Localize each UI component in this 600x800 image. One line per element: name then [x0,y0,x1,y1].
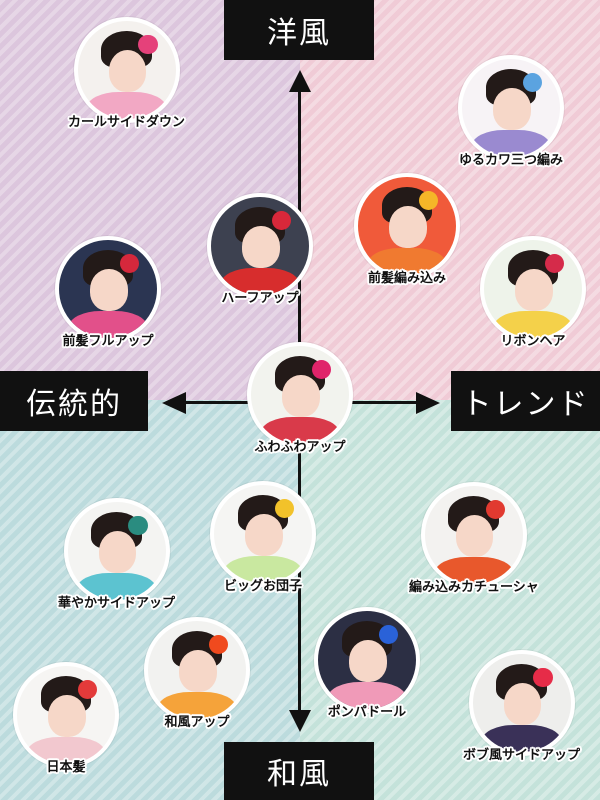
kimono-shape [220,267,300,295]
axis-label-trend: トレンド [451,371,600,431]
hair-flower-icon [77,679,98,700]
face-shape [493,88,531,130]
hairstyle-photo[interactable] [420,482,527,588]
kimono-shape [26,736,106,764]
hairstyle-photo[interactable] [210,481,316,587]
face-shape [245,514,283,556]
hairstyle-caption: ポンパドール [327,705,407,720]
hair-flower-icon [128,515,148,536]
face-shape [179,650,217,692]
hairstyle-item[interactable]: カールサイドダウン [68,17,185,130]
hairstyle-item[interactable]: ボブ風サイドアップ [463,650,580,763]
hair-flower-icon [544,253,565,274]
hairstyle-item[interactable]: ハーフアップ [207,193,313,306]
hair-flower-icon [533,667,553,688]
hairstyle-photo[interactable] [144,617,250,723]
kimono-shape [434,556,514,584]
axis-label-western: 洋風 [224,0,374,60]
kimono-shape [471,129,551,157]
hairstyle-photo[interactable] [13,662,119,768]
hair-flower-icon [311,359,332,380]
face-shape [282,375,320,417]
hairstyle-caption: カールサイドダウン [68,115,186,130]
hairstyle-caption: ハーフアップ [221,291,299,306]
hairstyle-item[interactable]: 前髪編み込み [354,173,460,286]
kimono-shape [482,724,561,752]
hair-flower-icon [485,499,506,520]
hairstyle-photo[interactable] [247,342,353,448]
axis-label-traditional: 伝統的 [0,371,148,431]
hair-flower-icon [274,498,295,519]
hairstyle-item[interactable]: 日本髪 [13,662,119,775]
face-shape [349,640,387,682]
hairstyle-photo[interactable] [468,650,575,756]
hair-flower-icon [119,253,140,274]
kimono-shape [260,416,340,444]
hairstyle-caption: ゆるカワ三つ編み [458,153,563,168]
hair-flower-icon [208,634,229,655]
hair-flower-icon [271,210,292,231]
axis-label-japanese: 和風 [224,742,374,800]
hairstyle-caption: 前髪フルアップ [62,334,154,349]
face-shape [456,515,494,557]
face-shape [48,695,86,737]
hairstyle-item[interactable]: 華やかサイドアップ [58,498,175,611]
face-shape [98,531,137,573]
hairstyle-item[interactable]: リボンヘア [480,236,586,349]
kimono-shape [223,555,303,583]
hairstyle-photo[interactable] [63,498,170,604]
hairstyle-caption: 前髪編み込み [367,271,446,286]
face-shape [242,226,280,268]
hairstyle-item[interactable]: 前髪フルアップ [55,236,161,349]
hairstyle-caption: ビッグお団子 [223,579,302,594]
kimono-shape [77,572,156,600]
hairstyle-item[interactable]: ポンパドール [314,607,420,720]
hairstyle-item[interactable]: ふわふわアップ [247,342,353,455]
hairstyle-caption: ボブ風サイドアップ [463,748,581,763]
kimono-shape [327,681,407,709]
face-shape [108,50,147,92]
hairstyle-photo[interactable] [458,55,564,161]
hair-flower-icon [522,72,543,93]
hairstyle-item[interactable]: ゆるカワ三つ編み [458,55,564,168]
hairstyle-item[interactable]: 和風アップ [144,617,250,730]
hairstyle-item[interactable]: ビッグお団子 [210,481,316,594]
face-shape [515,269,553,311]
hairstyle-photo[interactable] [314,607,420,713]
kimono-shape [68,310,148,338]
face-shape [90,269,128,311]
arrow-down-icon [289,710,311,732]
kimono-shape [157,691,237,719]
kimono-shape [87,91,166,119]
hair-flower-icon [378,624,399,645]
kimono-shape [367,247,447,275]
hairstyle-photo[interactable] [480,236,586,342]
hair-flower-icon [418,190,439,211]
hairstyle-photo[interactable] [55,236,161,342]
hairstyle-photo[interactable] [354,173,460,279]
arrow-left-icon [162,392,186,414]
hairstyle-caption: 和風アップ [164,715,230,730]
arrow-up-icon [289,70,311,92]
face-shape [389,206,427,248]
kimono-shape [493,310,573,338]
hairstyle-caption: 華やかサイドアップ [58,596,176,611]
hairstyle-caption: ふわふわアップ [254,440,346,455]
hairstyle-caption: 日本髪 [46,760,86,775]
hairstyle-caption: 編み込みカチューシャ [409,580,539,595]
quadrant-japanese-trend [300,400,600,800]
hairstyle-photo[interactable] [73,17,180,123]
hair-flower-icon [138,34,158,55]
arrow-right-icon [416,392,440,414]
hairstyle-photo[interactable] [207,193,313,299]
hairstyle-caption: リボンヘア [500,334,566,349]
face-shape [503,683,542,725]
hairstyle-item[interactable]: 編み込みカチューシャ [409,482,539,595]
